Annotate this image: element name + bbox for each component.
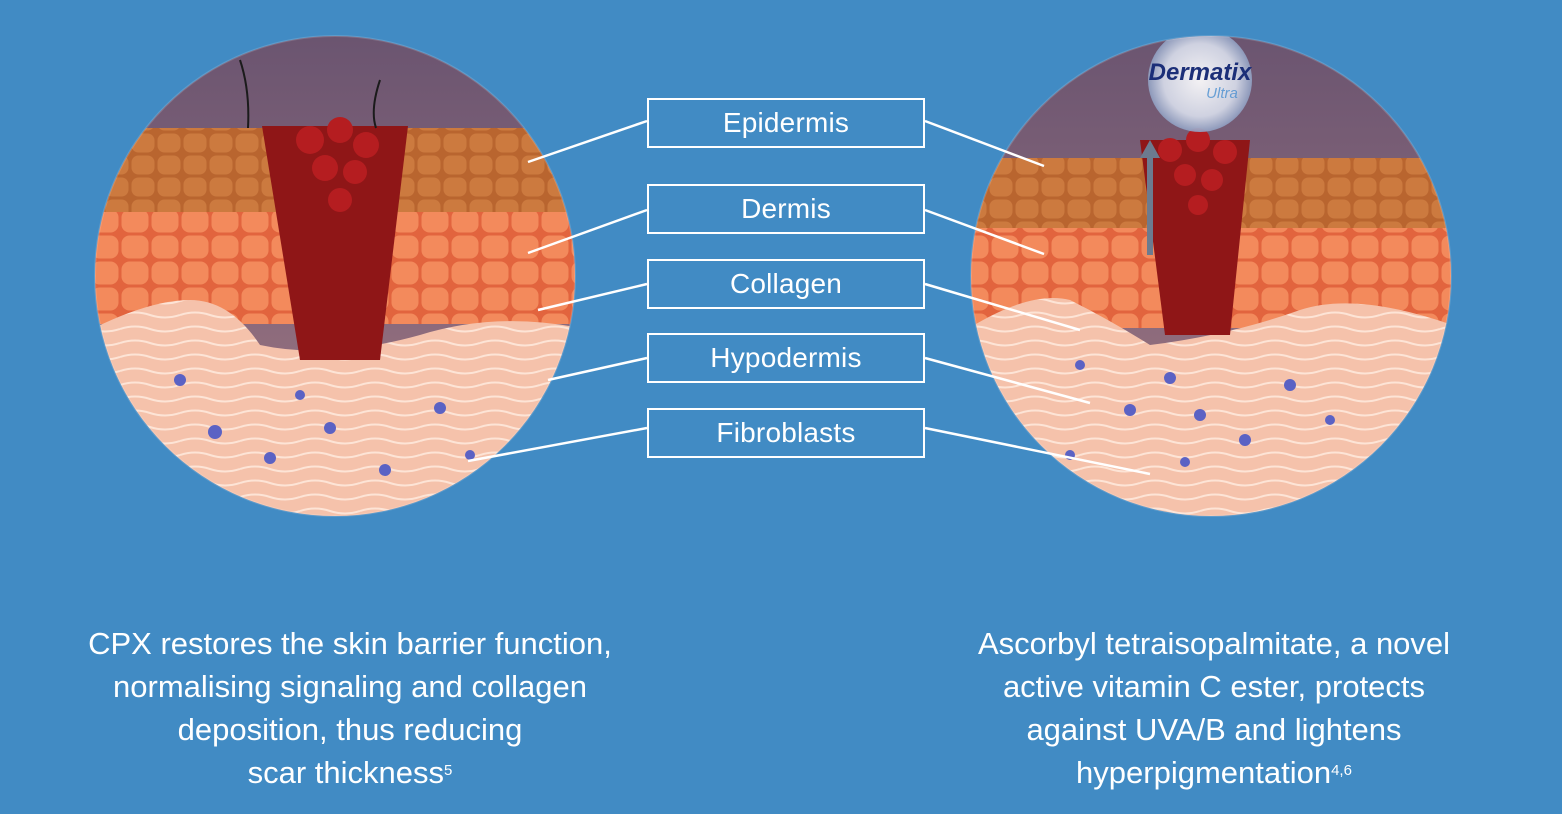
svg-text:Ultra: Ultra: [1206, 85, 1238, 102]
connector-hypodermis-left: [547, 356, 648, 382]
skin-cross-section-right: Dermatix Ultra: [970, 35, 1452, 517]
caption-right-line: Ascorbyl tetraisopalmitate, a novel: [977, 626, 1451, 661]
svg-text:Dermatix: Dermatix: [1149, 59, 1253, 86]
connector-fibroblasts-right: [924, 426, 1151, 476]
caption-left-line: CPX restores the skin barrier function,: [88, 626, 612, 661]
caption-right: Ascorbyl tetraisopalmitate, a novel acti…: [894, 622, 1534, 794]
label-epidermis: Epidermis: [647, 98, 925, 148]
caption-right-line: hyperpigmentation4,6: [894, 751, 1534, 794]
label-dermis: Dermis: [647, 184, 925, 234]
connector-epidermis-left: [527, 119, 648, 164]
label-fibroblasts: Fibroblasts: [647, 408, 925, 458]
reference-superscript: 4,6: [1331, 762, 1352, 779]
connector-dermis-right: [924, 208, 1045, 256]
connector-lines: [467, 119, 1151, 476]
skin-cross-section-left: [94, 35, 576, 517]
connector-fibroblasts-left: [467, 426, 648, 463]
caption-left-line: scar thickness5: [30, 751, 670, 794]
caption-left-line: normalising signaling and collagen: [113, 669, 587, 704]
connector-collagen-left: [537, 282, 648, 312]
caption-left-last: scar thickness: [247, 755, 445, 790]
caption-right-line: active vitamin C ester, protects: [1002, 669, 1426, 704]
reference-superscript: 5: [444, 762, 453, 779]
label-collagen: Collagen: [647, 259, 925, 309]
caption-right-last: hyperpigmentation: [1076, 755, 1332, 790]
caption-left: CPX restores the skin barrier function, …: [30, 622, 670, 794]
connector-dermis-left: [527, 208, 648, 255]
connector-epidermis-right: [924, 119, 1045, 168]
caption-right-line: against UVA/B and lightens: [1026, 712, 1402, 747]
dermatix-logo: Dermatix Ultra: [1149, 59, 1253, 102]
caption-left-line: deposition, thus reducing: [177, 712, 523, 747]
label-hypodermis: Hypodermis: [647, 333, 925, 383]
connector-hypodermis-right: [924, 356, 1091, 405]
connector-collagen-right: [924, 282, 1081, 332]
